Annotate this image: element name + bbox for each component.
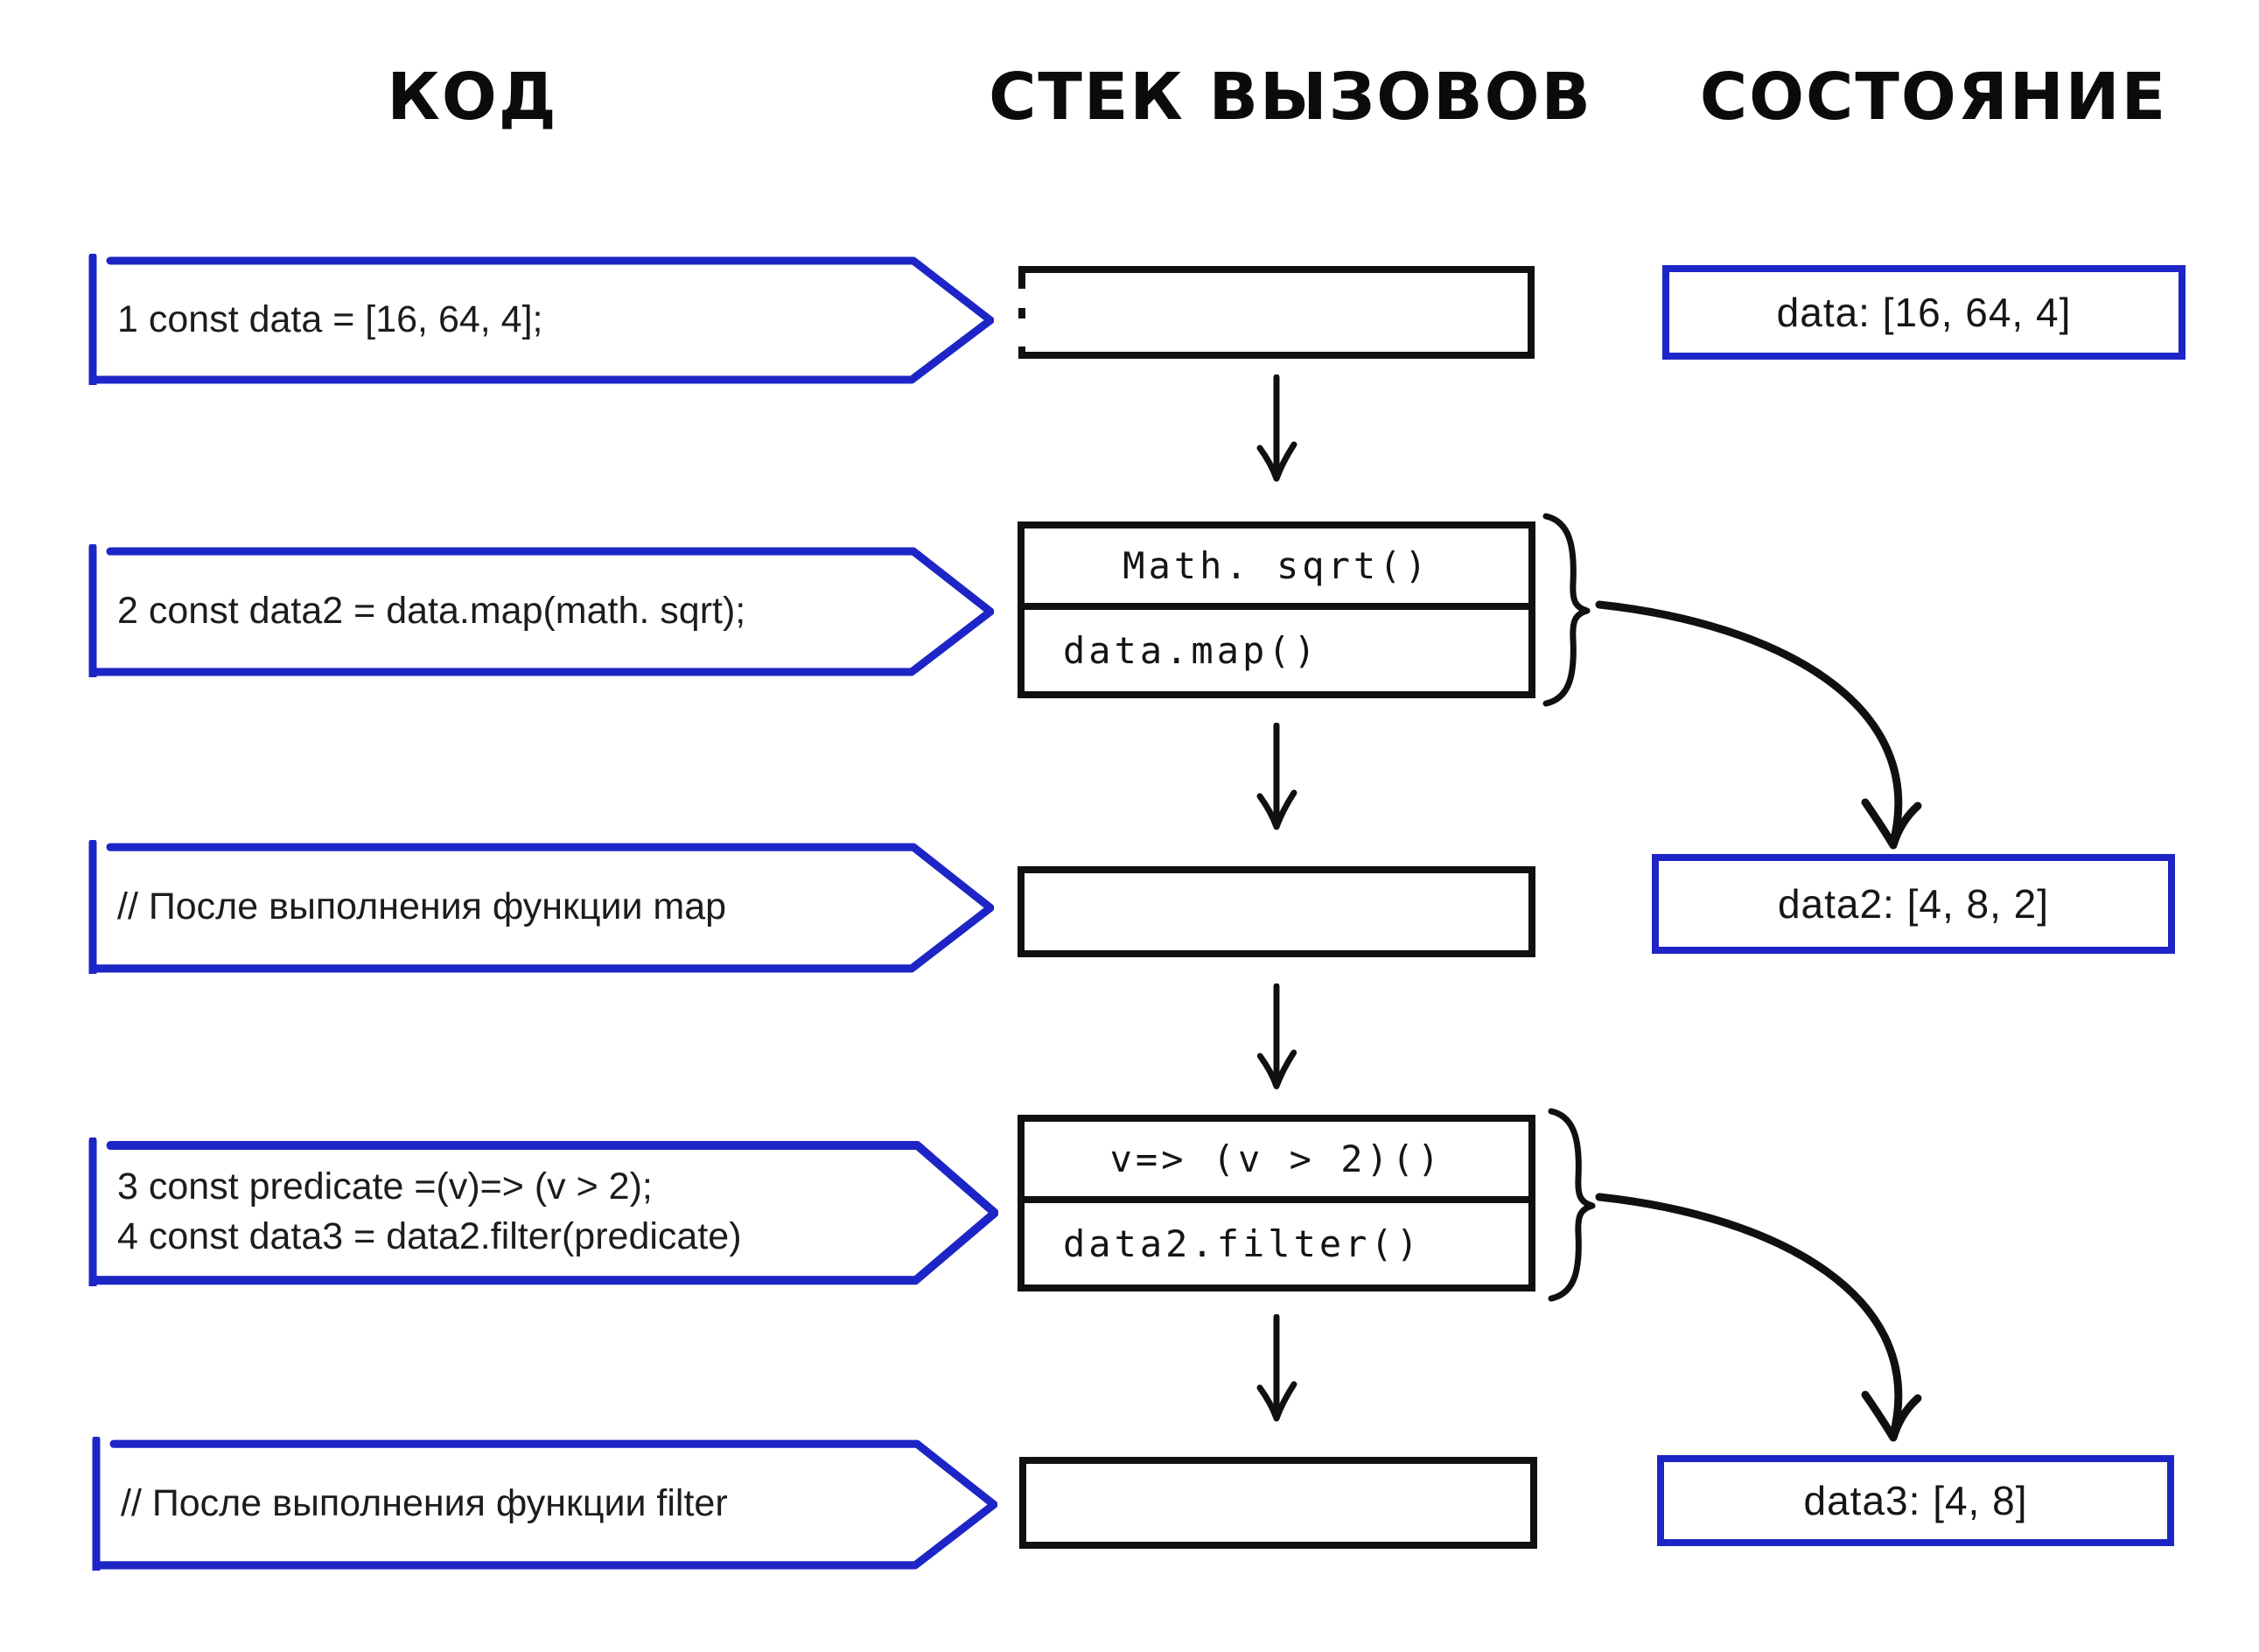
code-line: 4 const data3 = data2.filter(predicate) — [117, 1215, 742, 1257]
code-arrow-5: // После выполнения функции filter — [87, 1437, 997, 1571]
stack-frame-predicate: v=> (v > 2)() — [1025, 1122, 1528, 1203]
down-arrow-icon — [1256, 374, 1297, 482]
code-arrow-shape-icon — [88, 254, 994, 385]
stack-box-empty-3 — [1019, 1457, 1537, 1549]
code-arrow-4: 3 const predicate =(v)=> (v > 2); 4 cons… — [84, 1138, 998, 1286]
state-value: data2: [4, 8, 2] — [1777, 881, 2050, 927]
state-box-data2: data2: [4, 8, 2] — [1652, 854, 2175, 954]
code-arrow-shape-icon — [88, 544, 994, 677]
code-line: 3 const predicate =(v)=> (v > 2); — [117, 1166, 653, 1208]
down-arrow-icon — [1256, 984, 1297, 1089]
curved-arrow-icon — [1595, 600, 1922, 850]
stack-frames-filter: v=> (v > 2)() data2.filter() — [1018, 1115, 1535, 1292]
code-arrow-shape-icon — [92, 1437, 997, 1571]
code-arrow-shape-icon — [88, 840, 994, 974]
stack-frame-data-map: data.map() — [1063, 629, 1319, 672]
state-box-data3: data3: [4, 8] — [1657, 1455, 2174, 1546]
code-arrow-3: // После выполнения функции map — [84, 840, 994, 974]
stack-box-empty-1 — [1018, 266, 1535, 359]
brace-icon — [1548, 1108, 1596, 1302]
stack-frame-math-sqrt: Math. sqrt() — [1025, 528, 1528, 610]
column-header-state: СОСТОЯНИЕ — [1699, 60, 2168, 135]
code-line: // После выполнения функции map — [117, 886, 727, 928]
border-gap — [1018, 289, 1025, 308]
border-gap — [1018, 318, 1025, 346]
down-arrow-icon — [1256, 1314, 1297, 1422]
curved-arrow-icon — [1595, 1193, 1922, 1442]
code-line: 2 const data2 = data.map(math. sqrt); — [117, 589, 746, 632]
state-value: data3: [4, 8] — [1803, 1478, 2028, 1523]
column-header-call-stack: СТЕК ВЫЗОВОВ — [989, 60, 1592, 135]
column-header-code: КОД — [387, 60, 558, 135]
code-arrow-2: 2 const data2 = data.map(math. sqrt); — [84, 544, 994, 677]
down-arrow-icon — [1256, 723, 1297, 830]
state-box-data: data: [16, 64, 4] — [1662, 265, 2186, 360]
state-value: data: [16, 64, 4] — [1776, 290, 2072, 335]
stack-frames-map: Math. sqrt() data.map() — [1018, 522, 1535, 698]
code-arrow-shape-icon — [88, 1138, 998, 1286]
code-arrow-1: 1 const data = [16, 64, 4]; — [84, 254, 994, 385]
brace-icon — [1542, 513, 1591, 707]
stack-frame-data2-filter: data2.filter() — [1063, 1222, 1423, 1265]
code-line: // После выполнения функции filter — [121, 1482, 728, 1524]
stack-box-empty-2 — [1018, 866, 1535, 957]
code-line: 1 const data = [16, 64, 4]; — [117, 298, 543, 340]
